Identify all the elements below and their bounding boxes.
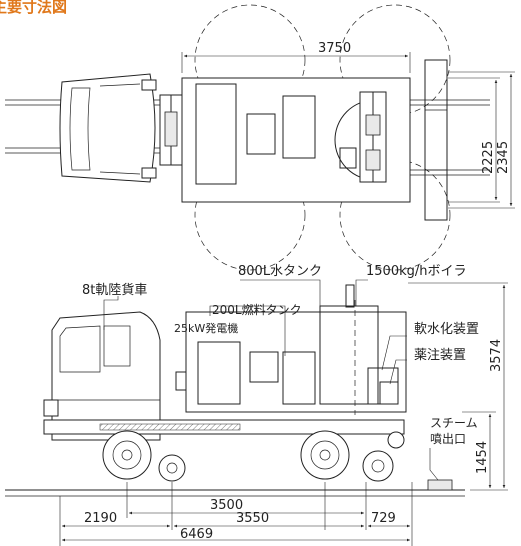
- water-tank-unit: [282, 351, 316, 405]
- axle-hub: [164, 111, 178, 147]
- rear-guide-wheel-side: [362, 450, 394, 482]
- label-steam-outlet-1: スチーム: [430, 416, 478, 430]
- dim-width-inner-label: 2225: [481, 141, 496, 174]
- label-steam-outlet-2: 噴出口: [430, 432, 466, 446]
- label-softener: 軟水化装置: [414, 321, 479, 337]
- dim-width-outer-label: 2345: [496, 141, 511, 174]
- label-boiler: 1500kg/hボイラ: [366, 264, 466, 279]
- cab-line: [99, 83, 141, 87]
- exhaust: [175, 371, 187, 391]
- mirror-top: [141, 79, 157, 91]
- mirror-top: [141, 167, 157, 179]
- equipment-box: [246, 113, 276, 155]
- leader-steam-outlet: [429, 448, 439, 481]
- front-bumper: [43, 399, 59, 417]
- swing-radius-circle: [339, 159, 451, 271]
- steam-outlet-block: [427, 479, 453, 491]
- guide-wheel-hub: [166, 462, 178, 474]
- label-truck: 8t軌陸貨車: [82, 282, 147, 298]
- leader-boiler: [355, 279, 368, 306]
- chassis-hatch: [99, 423, 241, 431]
- boiler-chimney: [345, 284, 355, 308]
- leader-softener: [381, 335, 407, 371]
- steam-nozzle-reel: [387, 431, 405, 449]
- cab-top: [59, 73, 156, 183]
- cab-side: [51, 311, 161, 441]
- boiler-outline: [334, 99, 376, 181]
- injector-unit: [379, 381, 399, 405]
- front-tire: [102, 430, 152, 480]
- swing-radius-circle: [194, 4, 306, 116]
- wheel-hub: [319, 449, 331, 461]
- cargo-body: [185, 311, 407, 413]
- equipment-box: [282, 95, 316, 159]
- top-view: 3750 2225 2345: [5, 4, 515, 271]
- dim-rail-wheelbase-label: 3500: [210, 498, 243, 513]
- generator-unit: [197, 341, 241, 405]
- dim-height-total-label: 3574: [489, 339, 504, 372]
- label-generator: 25kW発電機: [174, 321, 238, 335]
- cab-line: [99, 171, 141, 175]
- cab-window: [103, 325, 131, 367]
- dim-wheelbase-label: 3550: [236, 511, 269, 526]
- rail-sleeper-block: [424, 59, 448, 221]
- dim-length-label: 3750: [318, 41, 351, 56]
- label-injector: 薬注装置: [414, 348, 466, 363]
- boiler-unit: [319, 305, 379, 405]
- wheel-rim: [310, 440, 340, 470]
- fuel-tank-unit: [249, 351, 279, 383]
- leader-injector: [389, 359, 407, 385]
- dim-height-bed-label: 1454: [475, 441, 490, 474]
- leader-truck: [103, 296, 119, 330]
- cab-window: [59, 325, 101, 373]
- windshield-top: [69, 87, 91, 171]
- front-guide-wheel-side: [158, 454, 186, 482]
- equipment-box: [195, 83, 237, 185]
- dim-total-length-label: 6469: [180, 527, 213, 542]
- swing-radius-circle: [194, 159, 306, 271]
- drawing-title: 主要寸法図: [0, 0, 67, 16]
- rear-tire: [300, 430, 350, 480]
- dim-front-overhang-label: 2190: [84, 511, 117, 526]
- guide-wheel-hub: [371, 459, 385, 473]
- wheel-hub: [121, 449, 133, 461]
- label-water-tank: 800L水タンク: [238, 264, 322, 279]
- label-fuel-tank: 200L燃料タンク: [212, 302, 302, 317]
- axle-hub: [365, 114, 381, 136]
- dim-rear-overhang-label: 729: [371, 511, 396, 526]
- leader-fuel-tank: [209, 305, 286, 356]
- wheel-rim: [112, 440, 142, 470]
- swing-radius-circle: [339, 4, 451, 116]
- axle-hub: [365, 149, 381, 171]
- equipment-box: [339, 147, 357, 169]
- side-view: 800L水タンク 1500kg/hボイラ 8t軌陸貨車 200L燃料タンク 25…: [5, 264, 508, 546]
- leader-water-tank: [240, 279, 321, 306]
